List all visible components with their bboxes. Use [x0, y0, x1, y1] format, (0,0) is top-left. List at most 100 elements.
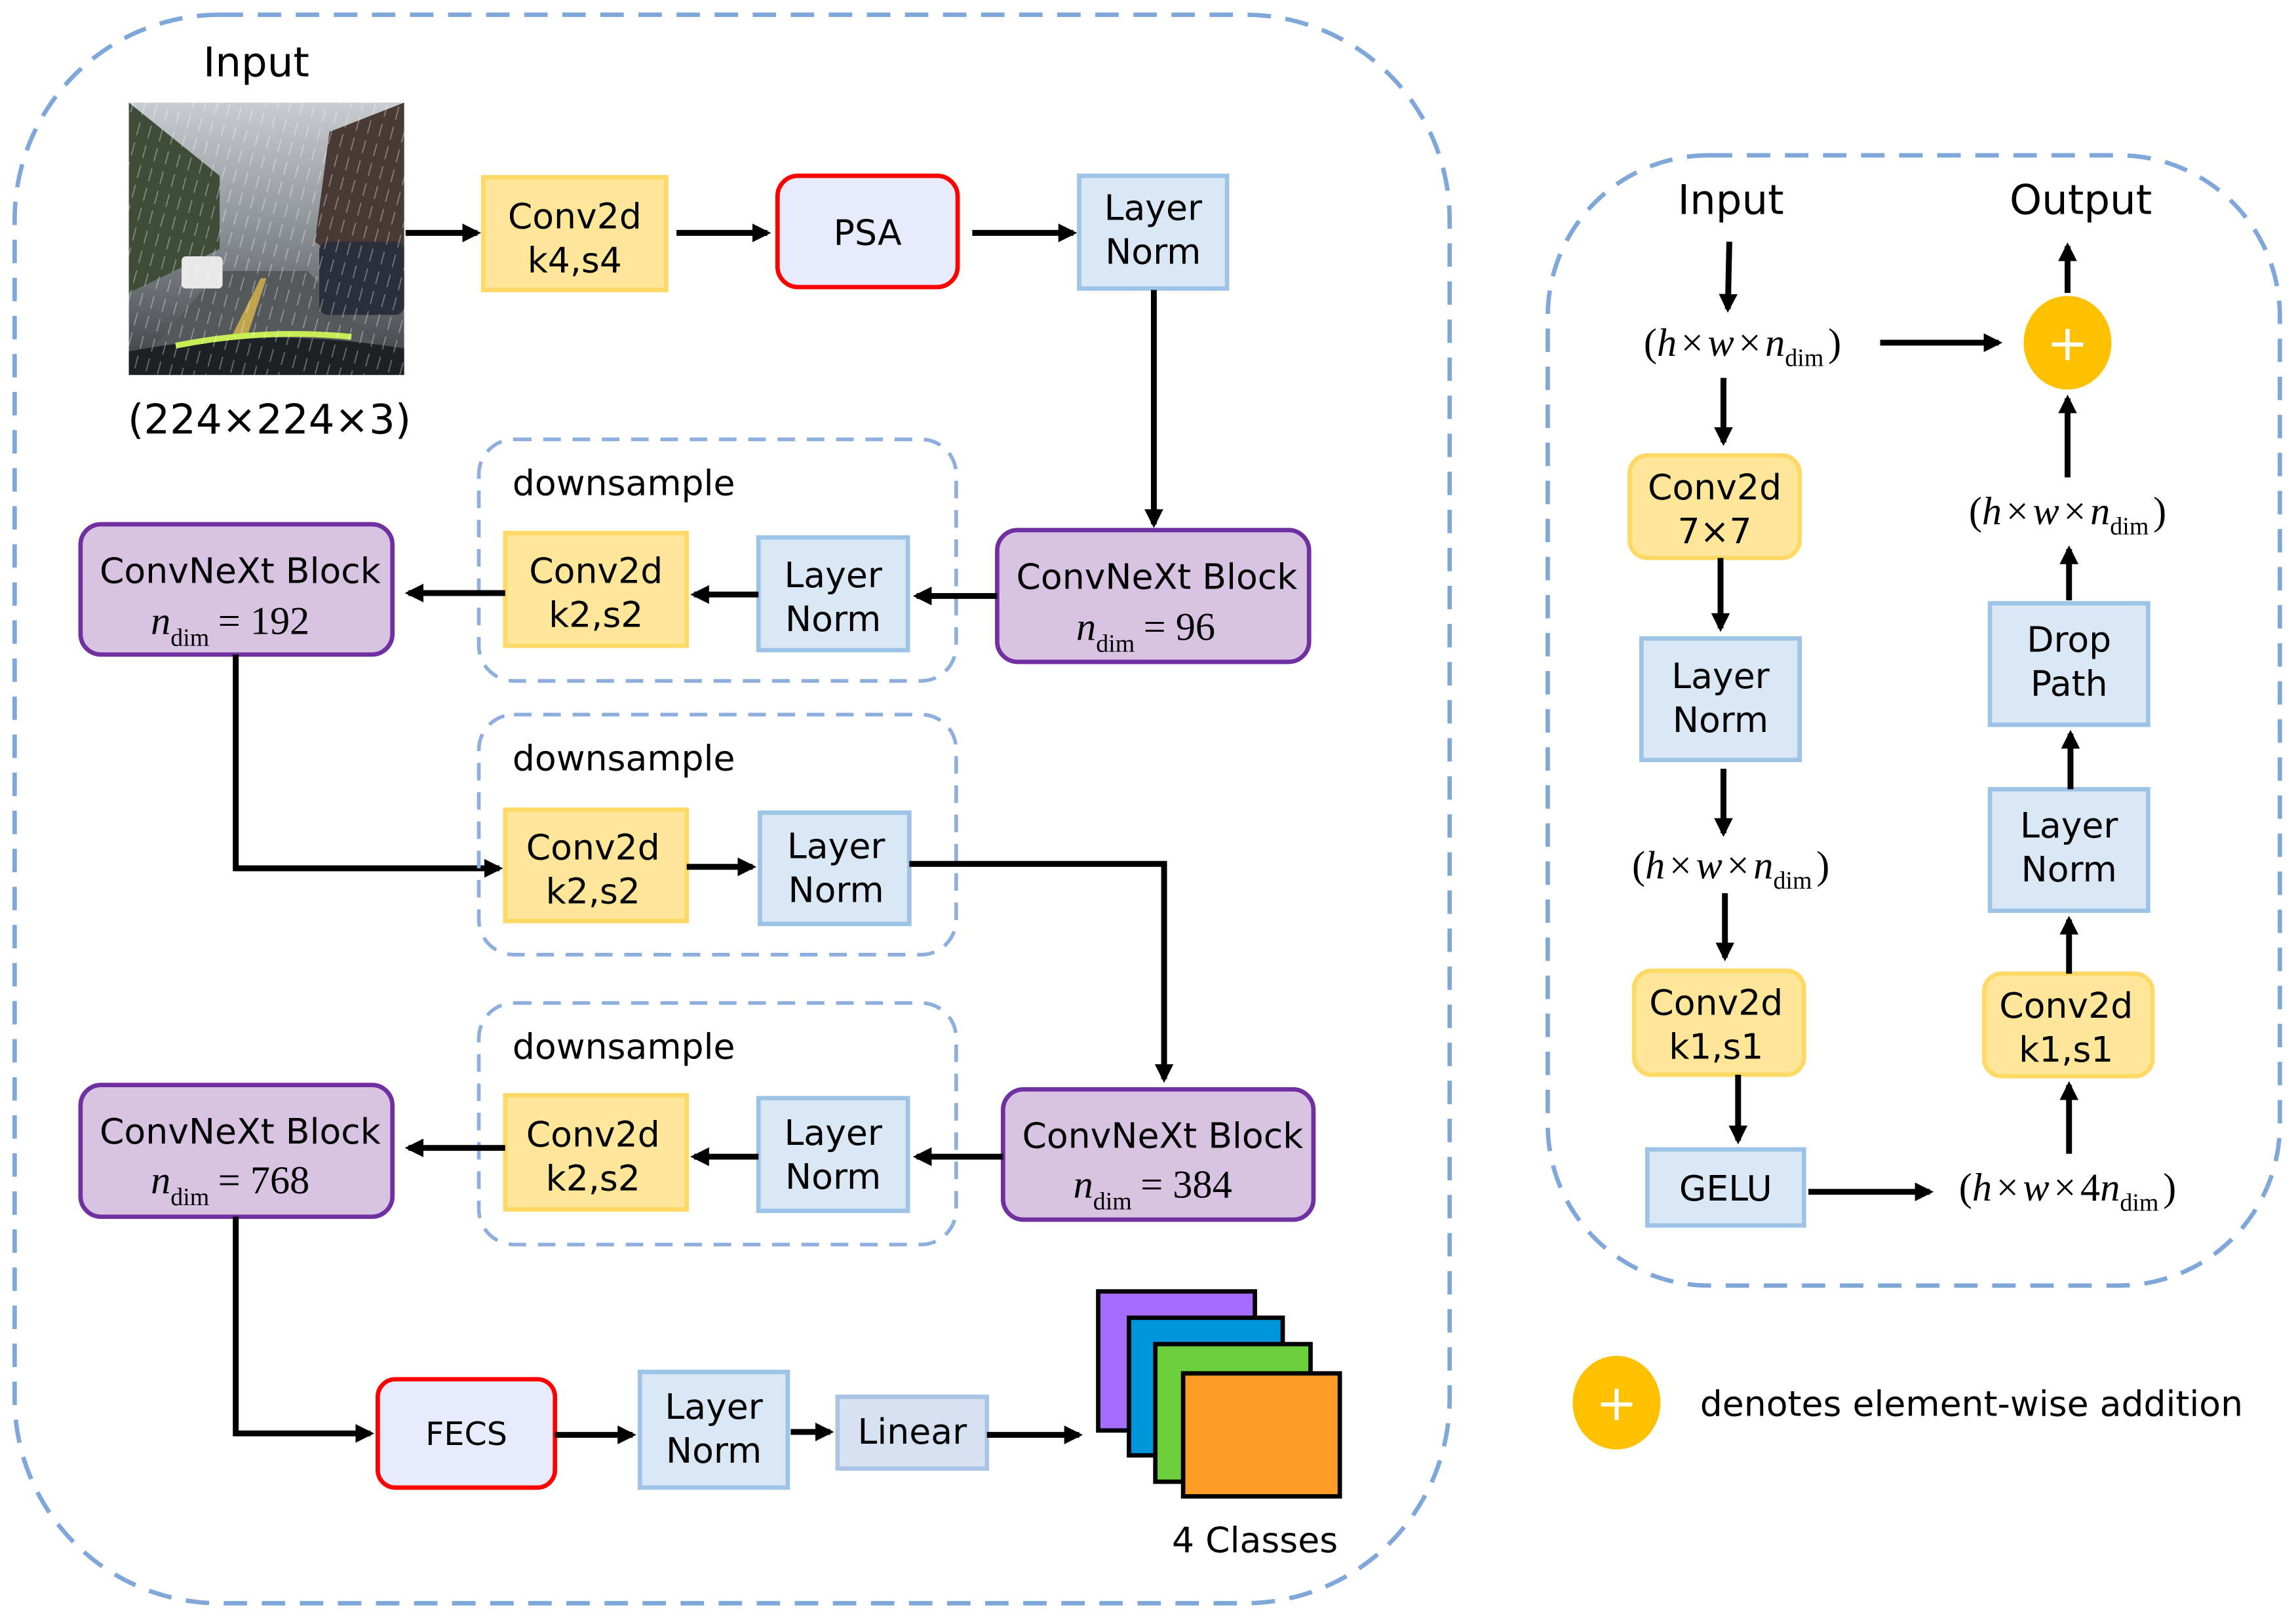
- gelu-activation: GELU: [1644, 1147, 1806, 1228]
- pointwise-conv-2: Conv2d k1,s1: [1981, 971, 2155, 1079]
- shape-output: (h×w×ndim): [1969, 490, 2166, 541]
- block-ln1-line1: Layer: [1671, 655, 1770, 697]
- block-ln1-line2: Norm: [1673, 699, 1768, 741]
- connector-ds2-to-stage3: [909, 860, 1174, 1083]
- legend-plus-glyph: +: [1596, 1374, 1638, 1432]
- downsample3-ln-line1: Layer: [784, 1112, 882, 1153]
- linear-layer: Linear: [835, 1395, 990, 1471]
- svg-text:ndim= 192: ndim = 192: [151, 600, 309, 652]
- downsample1-conv-line1: Conv2d: [529, 550, 663, 591]
- psa-label: PSA: [834, 212, 902, 253]
- convnext-block-stage1: ConvNeXt Block ndim = 96: [995, 528, 1312, 665]
- shape-input: (h×w×ndim): [1644, 321, 1841, 372]
- stage2-n: n: [151, 600, 170, 644]
- convnext-block-detail-panel: Input Output (h×w×ndim) + Conv2d 7×7 Lay…: [1546, 153, 2282, 1288]
- block-input-label: Input: [1678, 176, 1784, 223]
- fecs-label: FECS: [425, 1415, 507, 1453]
- linear-label: Linear: [858, 1411, 968, 1452]
- stage3-n-sub: dim: [1093, 1188, 1132, 1216]
- connector-stage4-to-fecs: [233, 1216, 374, 1443]
- class-card-4: [1180, 1371, 1342, 1499]
- stem-conv-line1: Conv2d: [508, 196, 642, 237]
- stage1-title: ConvNeXt Block: [1017, 556, 1298, 597]
- convnext-block-stage2: ConvNeXt Block ndim = 192: [78, 522, 395, 657]
- downsample2-ln-line1: Layer: [787, 825, 885, 866]
- fecs-module: FECS: [376, 1377, 558, 1490]
- legend-add-icon: [1572, 1355, 1661, 1450]
- add-node: +: [2023, 296, 2112, 390]
- stem-conv2d-k4s4: Conv2d k4,s4: [480, 175, 669, 292]
- stage1-n-sub: dim: [1096, 630, 1135, 657]
- head-layer-norm: Layer Norm: [637, 1370, 790, 1490]
- stage3-n: n: [1074, 1163, 1093, 1207]
- stage1-n: n: [1076, 605, 1096, 649]
- arrow-input-down: [1719, 241, 1738, 313]
- downsample-group-2: downsample Conv2d k2,s2 Layer Norm: [477, 712, 958, 957]
- stage2-title: ConvNeXt Block: [100, 550, 381, 591]
- stage4-n-value: = 768: [218, 1159, 310, 1203]
- stage3-title: ConvNeXt Block: [1022, 1115, 1303, 1157]
- convnext-block-stage3: ConvNeXt Block ndim = 384: [1000, 1087, 1316, 1222]
- downsample2-ln-line2: Norm: [788, 869, 884, 910]
- input-image: [128, 102, 404, 376]
- connector-stage2-to-ds2: [233, 654, 503, 878]
- stage2-n-sub: dim: [170, 624, 209, 651]
- pw1-line1: Conv2d: [1649, 982, 1783, 1023]
- stem-ln-line1: Layer: [1104, 187, 1203, 228]
- convnext-block-stage4: ConvNeXt Block ndim = 768: [78, 1083, 395, 1220]
- downsample1-ln-line1: Layer: [784, 554, 882, 596]
- legend: + denotes element-wise addition: [1572, 1355, 2243, 1450]
- classes-label: 4 Classes: [1172, 1519, 1338, 1560]
- downsample1-ln-line2: Norm: [785, 598, 881, 640]
- psa-module: PSA: [775, 173, 960, 290]
- gelu-label: GELU: [1679, 1168, 1772, 1209]
- block-output-label: Output: [2010, 176, 2152, 223]
- pw2-line2: k1,s1: [2019, 1029, 2113, 1070]
- stage2-n-value: = 192: [218, 600, 310, 644]
- block-layer-norm-2: Layer Norm: [1987, 786, 2150, 914]
- dwconv-7x7: Conv2d 7×7: [1627, 453, 1802, 560]
- input-label: Input: [203, 38, 309, 86]
- downsample-group-3: downsample Conv2d k2,s2 Layer Norm: [477, 1001, 958, 1246]
- downsample3-conv-line2: k2,s2: [546, 1157, 640, 1199]
- add-plus-icon: +: [2047, 315, 2089, 372]
- droppath-line2: Path: [2031, 663, 2108, 704]
- svg-text:ndim= 768: ndim = 768: [151, 1159, 309, 1211]
- droppath-line1: Drop: [2027, 619, 2111, 660]
- pw2-line1: Conv2d: [1999, 985, 2133, 1026]
- legend-text: denotes element-wise addition: [1700, 1383, 2243, 1425]
- downsample1-conv-line2: k2,s2: [549, 594, 643, 635]
- dwconv-line2: 7×7: [1678, 510, 1752, 552]
- output-classes-stack: [1096, 1289, 1342, 1499]
- downsample3-conv-line1: Conv2d: [526, 1113, 660, 1155]
- svg-text:ndim= 96: ndim = 96: [1076, 605, 1215, 657]
- dwconv-line1: Conv2d: [1648, 467, 1781, 508]
- stage1-n-value: = 96: [1144, 605, 1215, 649]
- stage3-n-value: = 384: [1140, 1163, 1232, 1207]
- downsample1-label: downsample: [513, 462, 735, 503]
- downsample2-label: downsample: [513, 737, 735, 779]
- downsample-group-1: downsample Conv2d k2,s2 Layer Norm: [477, 437, 958, 683]
- head-ln-line1: Layer: [665, 1386, 763, 1427]
- block-ln2-line2: Norm: [2021, 849, 2117, 890]
- stage4-title: ConvNeXt Block: [100, 1111, 381, 1152]
- downsample2-conv-line1: Conv2d: [526, 827, 660, 868]
- downsample3-label: downsample: [513, 1026, 735, 1067]
- downsample2-conv-line2: k2,s2: [546, 871, 640, 912]
- block-layer-norm-1: Layer Norm: [1639, 636, 1802, 763]
- stem-ln-line2: Norm: [1105, 231, 1201, 272]
- downsample3-ln-line2: Norm: [785, 1156, 881, 1197]
- main-network-panel: Input (224×224×3) Conv2d k4,s4 PSA: [12, 12, 1452, 1606]
- drop-path: Drop Path: [1987, 601, 2150, 727]
- shape-expanded: (h×w×4ndim): [1959, 1166, 2176, 1217]
- stage4-n: n: [151, 1159, 170, 1203]
- stem-conv-line2: k4,s4: [528, 240, 622, 281]
- shape-mid: (h×w×ndim): [1632, 844, 1829, 895]
- pointwise-conv-1: Conv2d k1,s1: [1631, 969, 1806, 1077]
- pw1-line2: k1,s1: [1669, 1026, 1763, 1067]
- stage4-n-sub: dim: [170, 1184, 209, 1211]
- detail-panel-border: [1546, 153, 2282, 1288]
- input-shape-label: (224×224×3): [128, 395, 411, 443]
- block-ln2-line1: Layer: [2020, 805, 2118, 846]
